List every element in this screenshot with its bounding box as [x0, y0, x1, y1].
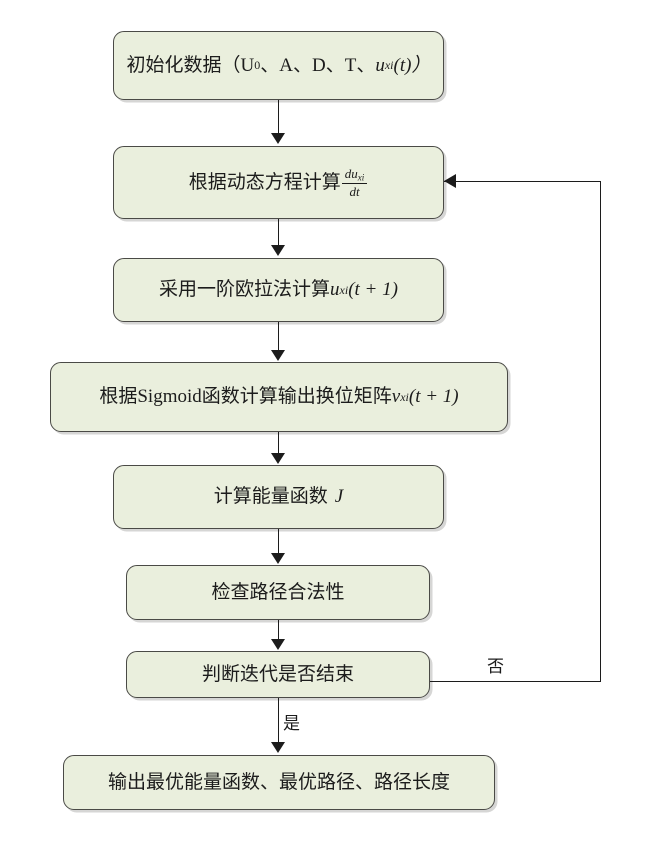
sigmoid-suffix: (t + 1)	[408, 386, 459, 408]
arrowhead-dynamic-to-euler	[271, 245, 285, 256]
frac-u: u	[351, 165, 358, 181]
arrowhead-check-to-decision	[271, 639, 285, 650]
sigmoid-text: 根据Sigmoid函数计算输出换位矩阵	[99, 386, 392, 408]
node-check-path-validity-label: 检查路径合法性	[211, 581, 345, 603]
init-prefix: 初始化数据（U	[126, 54, 255, 76]
arrowhead-decision-to-output	[271, 742, 285, 753]
node-dynamic-equation: 根据动态方程计算 duxi dt	[113, 146, 444, 219]
node-energy-function: 计算能量函数 J	[113, 465, 444, 529]
connector-init-to-dynamic	[278, 100, 279, 134]
loop-segment-right	[600, 181, 601, 682]
fraction-denominator: dt	[349, 184, 360, 200]
connector-check-to-decision	[278, 620, 279, 640]
frac-d: d	[344, 165, 352, 181]
edge-label-yes: 是	[283, 714, 300, 733]
energy-var-j: J	[334, 486, 344, 508]
node-output-results-label: 输出最优能量函数、最优路径、路径长度	[107, 771, 450, 793]
edge-label-no: 否	[487, 657, 504, 676]
euler-var-sub: xi	[339, 282, 349, 297]
sigmoid-var-sub: xi	[400, 389, 409, 404]
node-iteration-decision: 判断迭代是否结束	[126, 651, 430, 698]
node-iteration-decision-label: 判断迭代是否结束	[201, 663, 354, 685]
euler-suffix: (t + 1)	[348, 279, 398, 301]
init-suffix: (t)）	[393, 54, 431, 76]
loop-segment-top	[444, 181, 601, 182]
dynamic-text: 根据动态方程计算	[188, 171, 341, 193]
arrowhead-sigmoid-to-energy	[271, 453, 285, 464]
node-energy-function-label: 计算能量函数 J	[214, 485, 343, 509]
arrowhead-energy-to-check	[271, 553, 285, 564]
arrowhead-loop-to-dynamic	[444, 174, 456, 188]
init-var-sub: xi	[384, 58, 394, 72]
init-middle: 、A、D、T、	[260, 54, 376, 76]
arrowhead-euler-to-sigmoid	[271, 350, 285, 361]
loop-segment-bottom	[430, 681, 601, 682]
fraction-du-dt: duxi dt	[341, 165, 368, 200]
node-dynamic-equation-label: 根据动态方程计算 duxi dt	[189, 167, 369, 199]
sigmoid-var-v: v	[391, 386, 401, 408]
init-var-u: u	[375, 54, 385, 76]
frac-sub: xi	[357, 171, 365, 182]
fraction-numerator: duxi	[341, 165, 368, 185]
connector-energy-to-check	[278, 529, 279, 554]
node-output-results: 输出最优能量函数、最优路径、路径长度	[63, 755, 495, 810]
init-sub-zero: 0	[254, 58, 261, 72]
energy-text: 计算能量函数	[213, 486, 328, 508]
node-check-path-validity: 检查路径合法性	[126, 565, 430, 620]
euler-var-u: u	[330, 279, 340, 301]
arrowhead-init-to-dynamic	[271, 133, 285, 144]
euler-text: 采用一阶欧拉法计算	[159, 279, 331, 301]
connector-dynamic-to-euler	[278, 219, 279, 246]
connector-sigmoid-to-energy	[278, 432, 279, 454]
connector-decision-to-output	[278, 698, 279, 743]
connector-euler-to-sigmoid	[278, 322, 279, 350]
